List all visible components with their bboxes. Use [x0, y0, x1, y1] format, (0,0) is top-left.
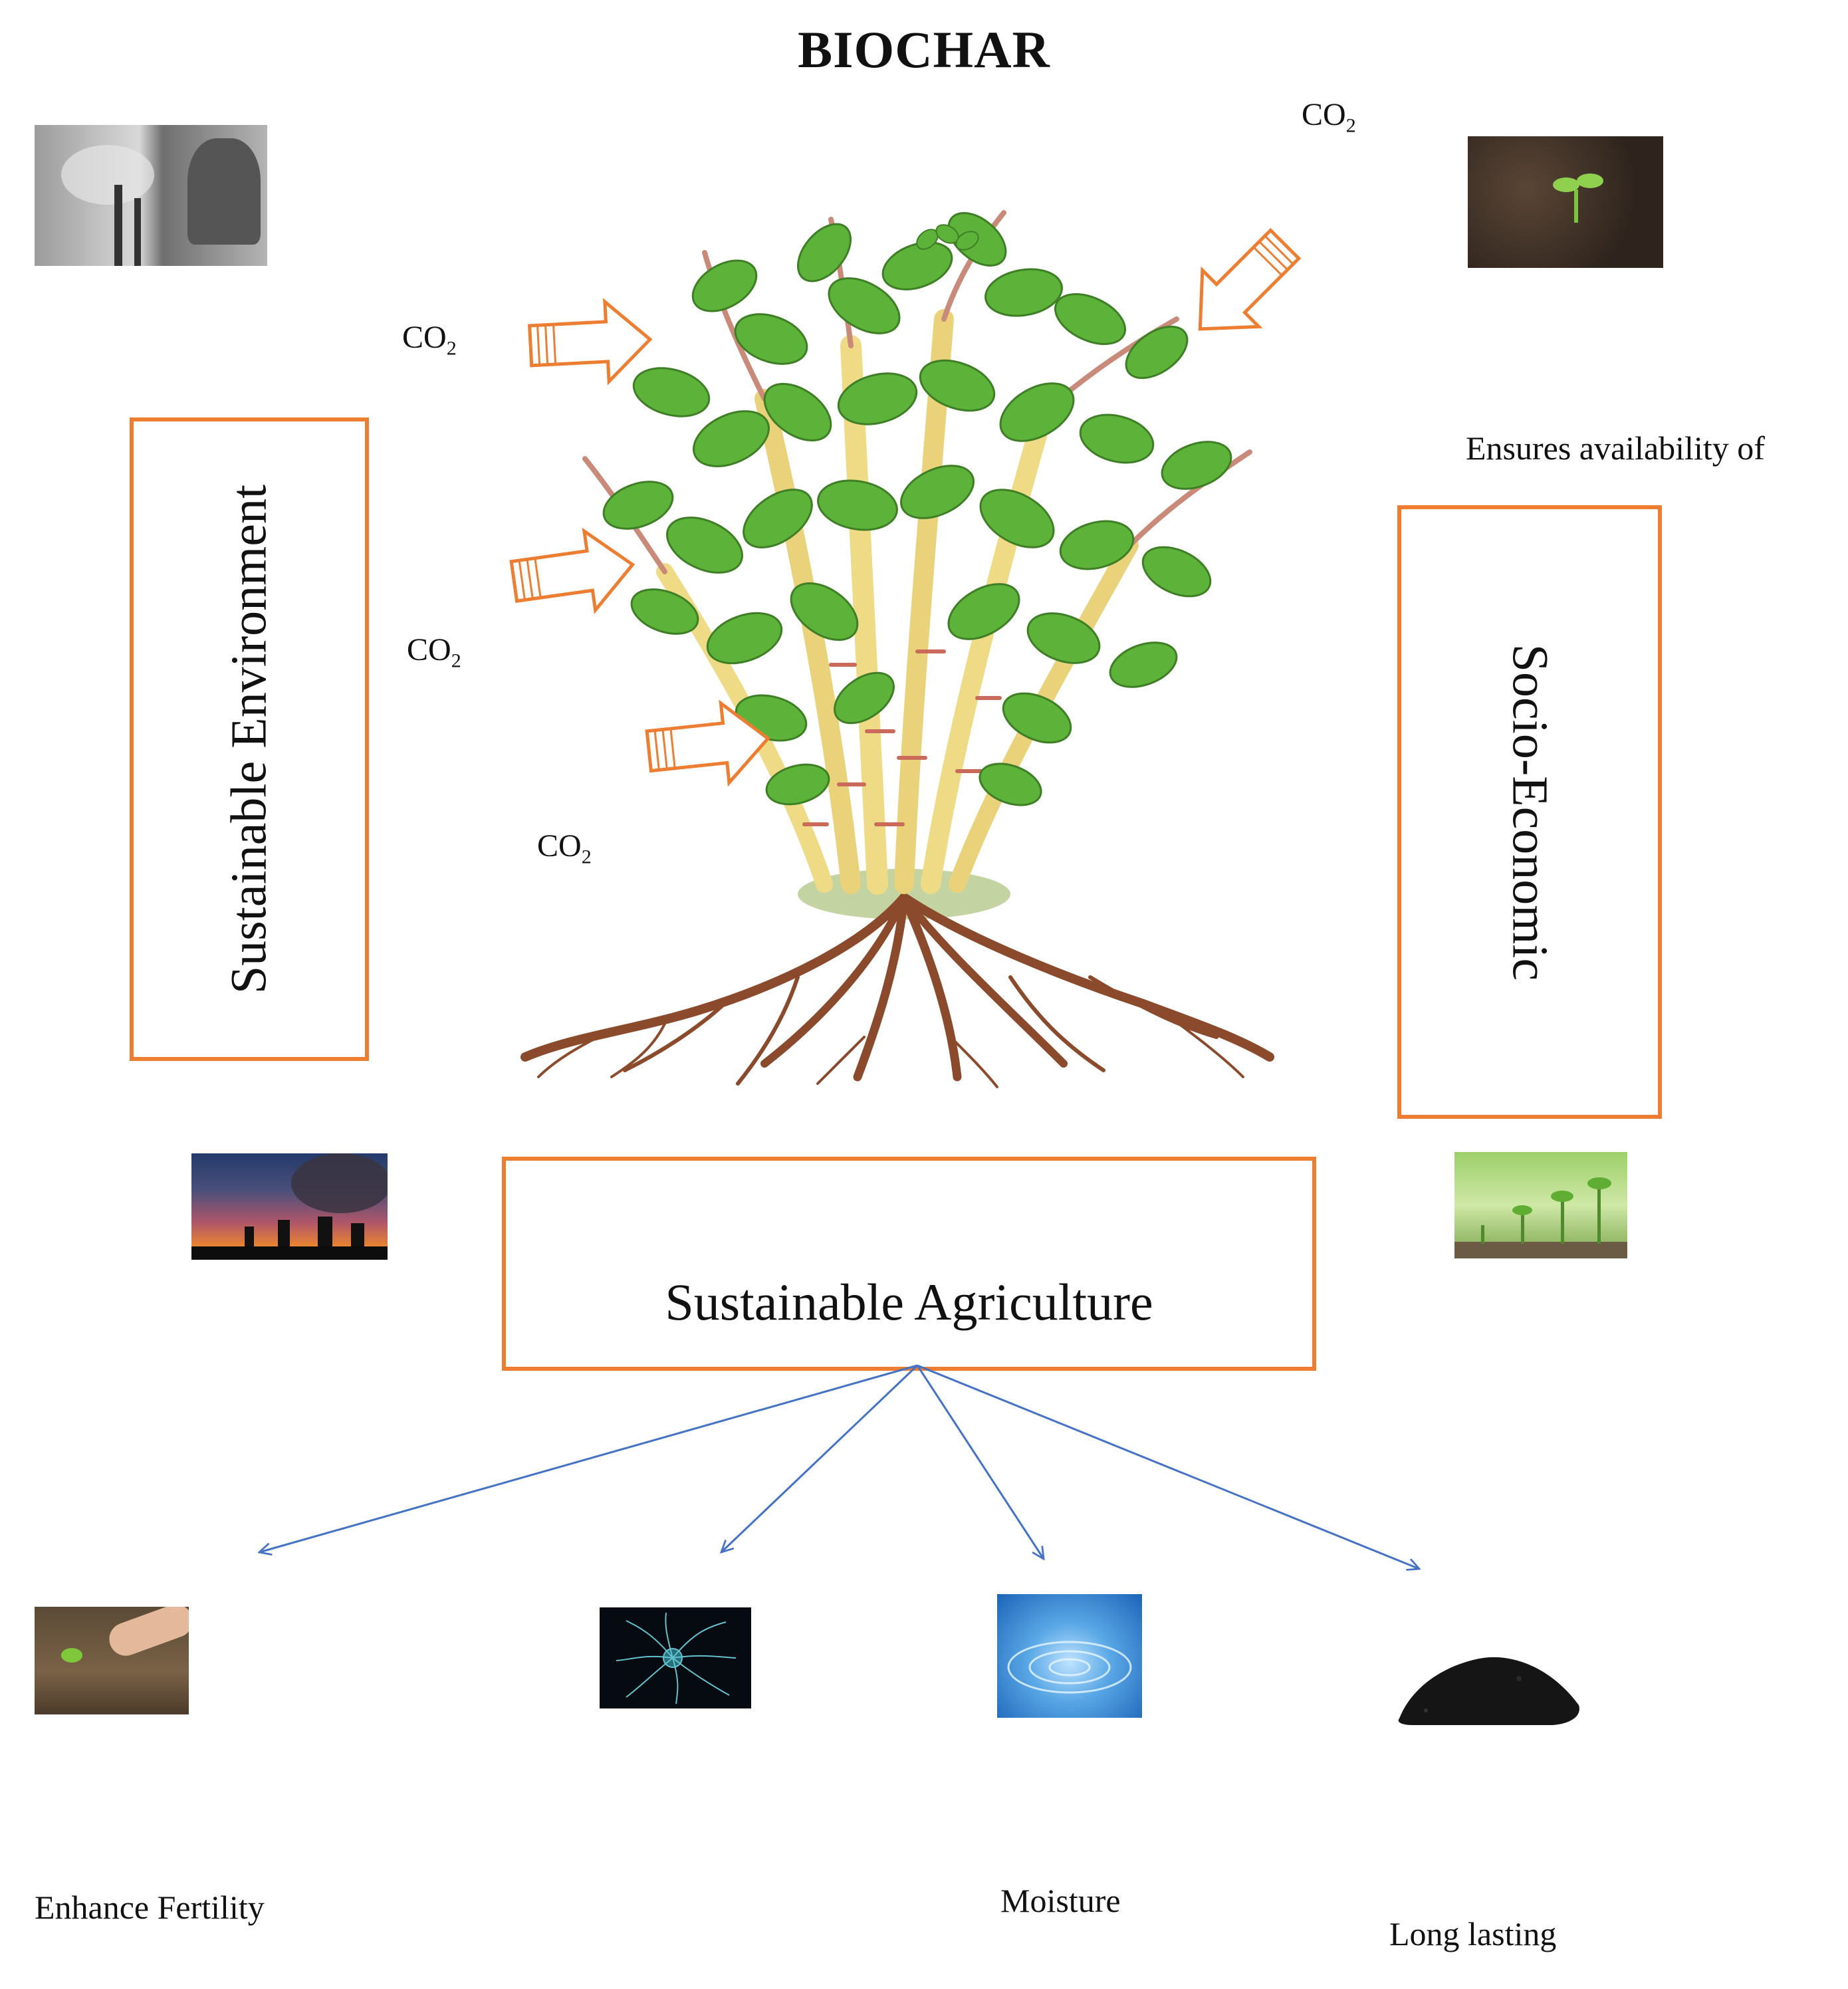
- socio-economic-box: Socio-Economic: [1397, 505, 1662, 1119]
- right-note: Ensures availability of: [1466, 429, 1765, 467]
- co2-arrows: [509, 227, 1302, 787]
- seedlings-photo: [1454, 1152, 1627, 1258]
- long-lasting-label: Long lasting: [1389, 1915, 1557, 1952]
- plant-roots: [520, 869, 1274, 1088]
- carbon-pollution-photo: [35, 125, 267, 266]
- co2-label: CO2: [402, 320, 457, 360]
- co2-arrow: [1198, 227, 1302, 331]
- factory-smoke-photo: [191, 1153, 388, 1260]
- diagram-title: BIOCHAR: [798, 21, 1050, 78]
- moisture-label: Moisture: [1000, 1882, 1121, 1919]
- co2-arrow: [527, 298, 653, 386]
- enhance-fertility-label: Enhance Fertility: [35, 1889, 265, 1926]
- plant-top-sprig: [916, 224, 979, 251]
- co2-arrow: [509, 527, 635, 614]
- sustainable-agriculture-label: Sustainable Agriculture: [665, 1273, 1153, 1331]
- hand-planting-photo: [35, 1607, 189, 1714]
- plant-leaves: [602, 211, 1232, 806]
- biochar-pile-photo: [1386, 1632, 1592, 1738]
- co2-label: CO2: [407, 632, 461, 672]
- co2-arrow: [645, 699, 770, 787]
- soil-sprout-photo: [1468, 136, 1663, 268]
- water-ripple-photo: [997, 1594, 1142, 1718]
- connector-arrow: [917, 1364, 1419, 1569]
- sustainable-environment-box: Sustainable Environment: [130, 417, 369, 1061]
- connector-arrow: [916, 1365, 1044, 1559]
- co2-label: CO2: [1302, 97, 1356, 137]
- connector-arrows: [259, 1364, 1419, 1569]
- sustainable-agriculture-box: Sustainable Agriculture: [502, 1157, 1316, 1371]
- co2-label: CO2: [537, 828, 592, 868]
- microorganism-photo: [600, 1607, 751, 1708]
- connector-arrow: [721, 1364, 919, 1552]
- connector-arrow: [259, 1364, 918, 1552]
